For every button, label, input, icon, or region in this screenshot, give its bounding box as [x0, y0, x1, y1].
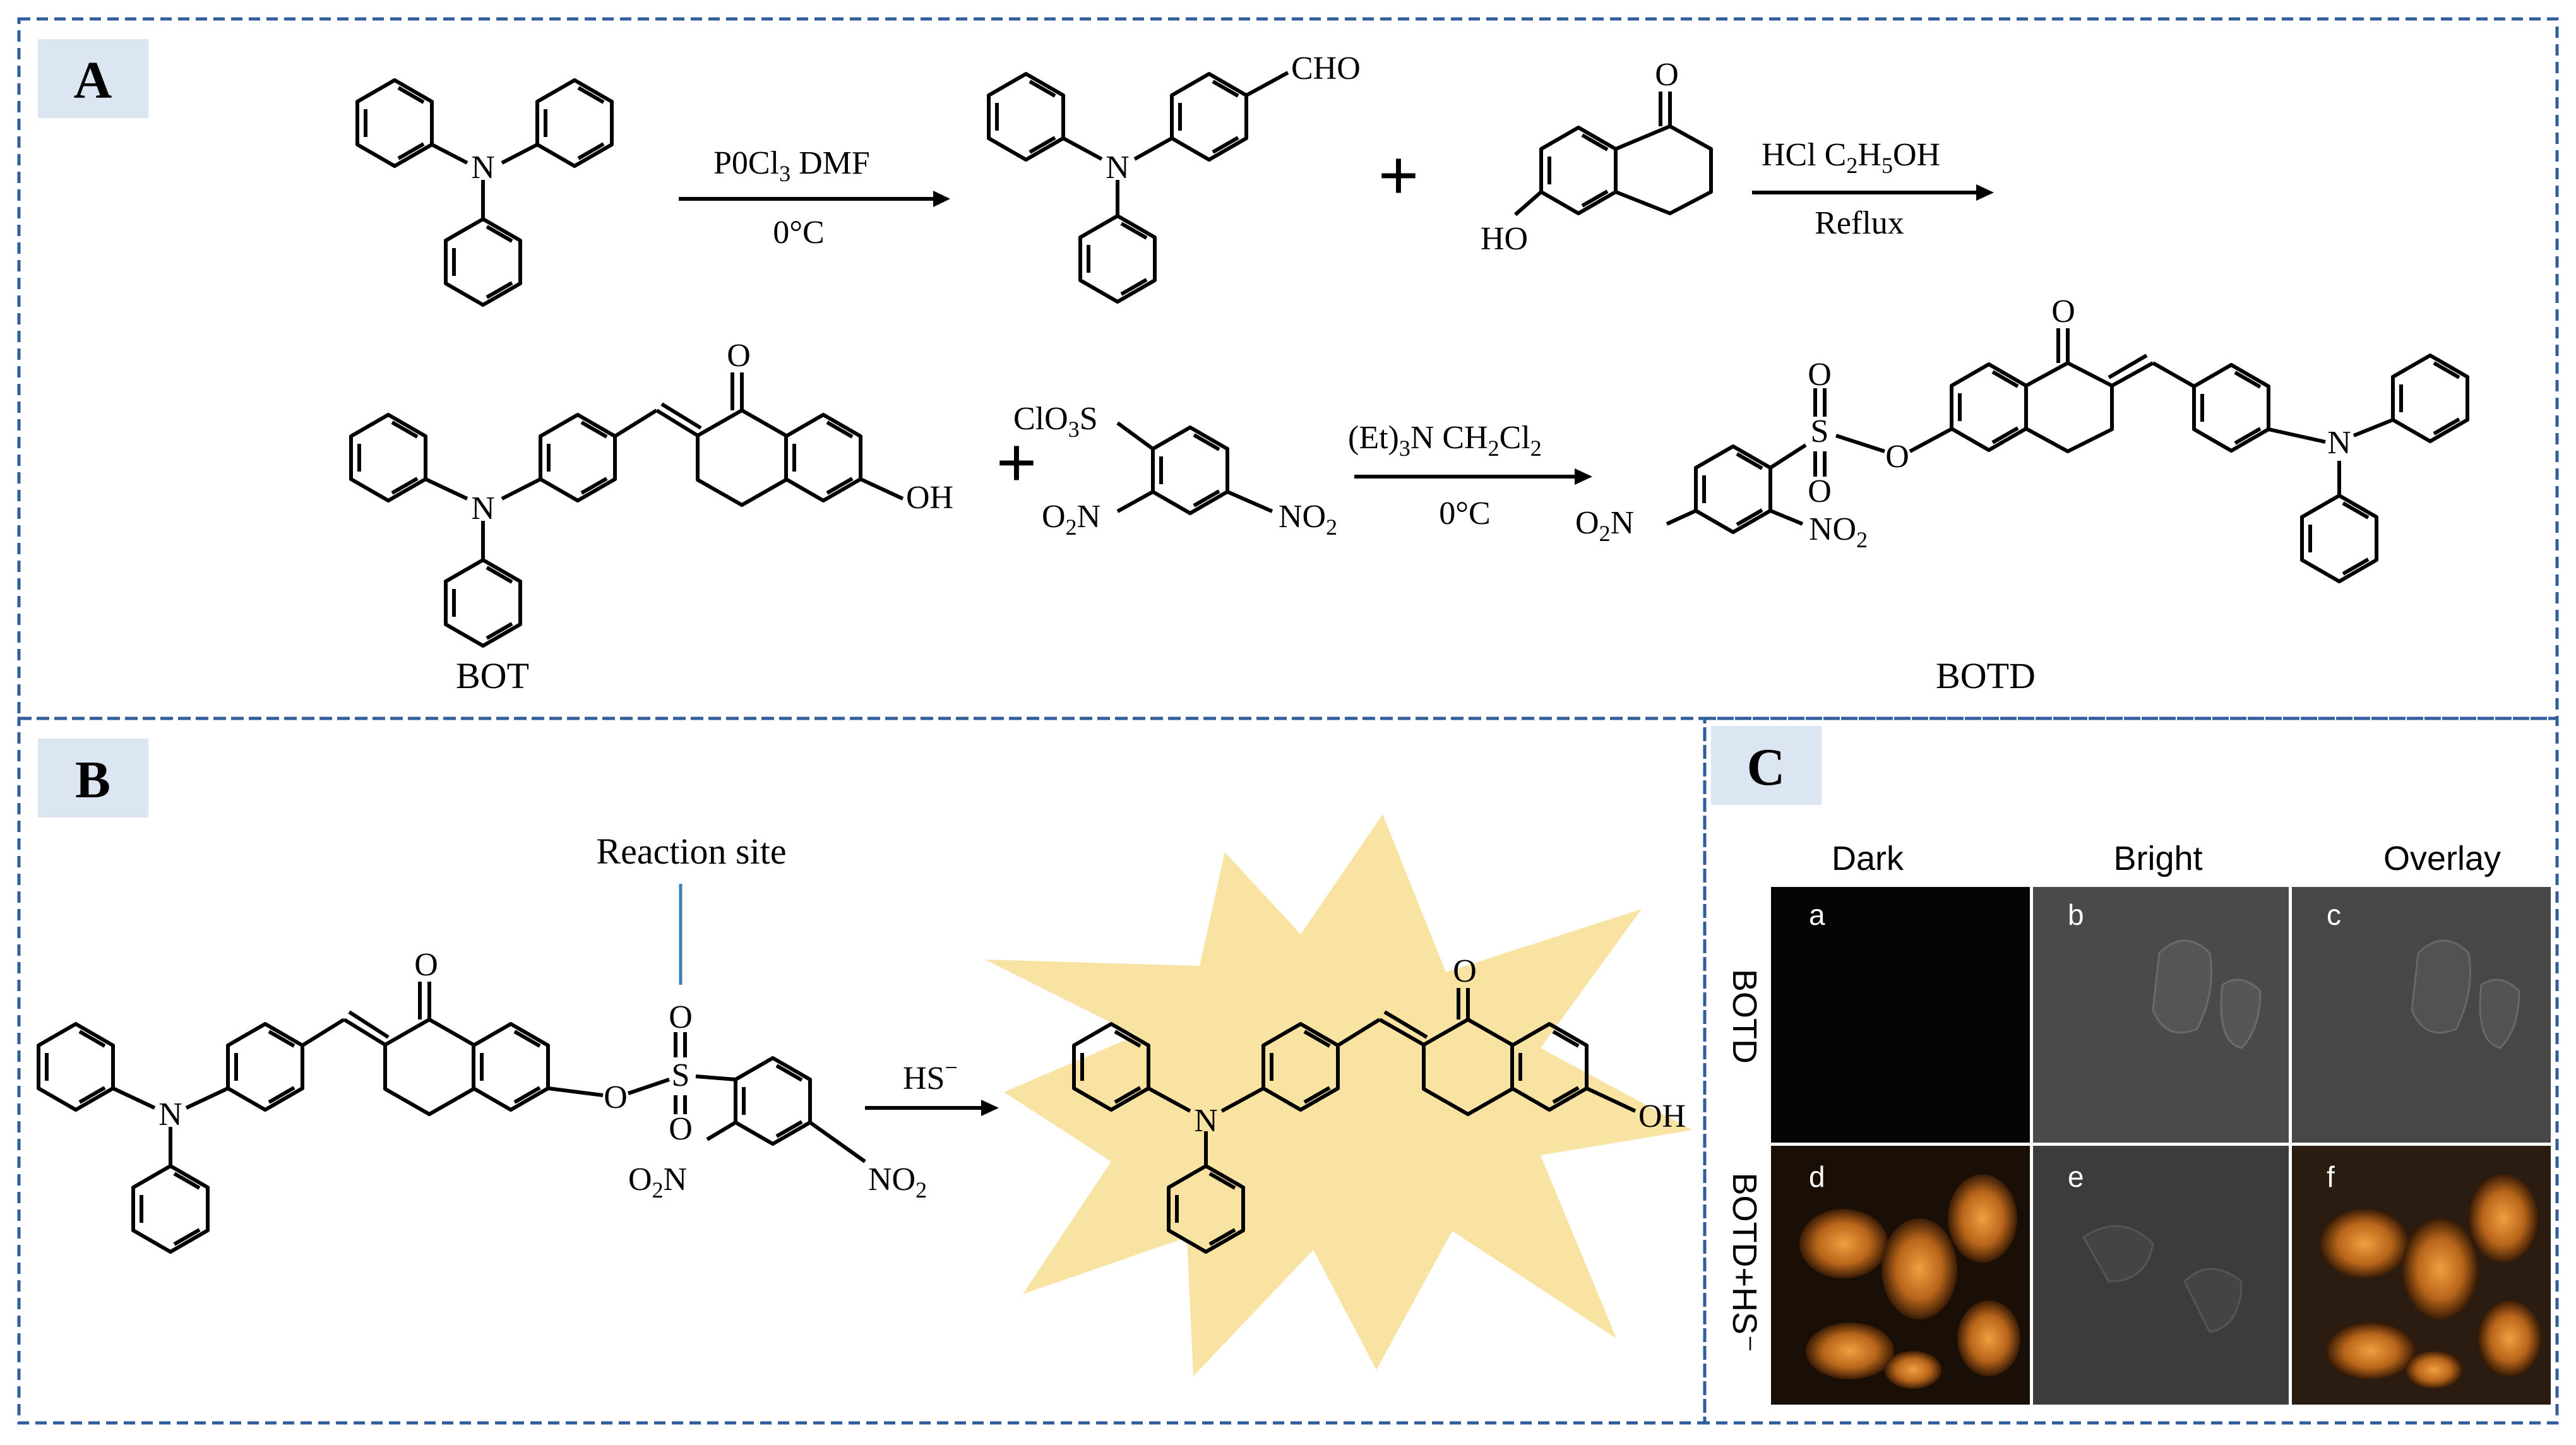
cho-group: CHO: [1291, 51, 1361, 86]
hydroxytetralone-structure: O HO: [1481, 57, 1713, 257]
svg-text:N: N: [1194, 1103, 1218, 1139]
svg-text:O: O: [1808, 357, 1832, 393]
o2n-group-2: O2N: [1575, 505, 1634, 546]
panel-a-scheme: N P0Cl3 DMF 0°C N CHO +: [351, 51, 2467, 696]
svg-text:O: O: [1453, 953, 1477, 989]
row-label-botd-hs: BOTD+HS⁻: [1726, 1172, 1763, 1352]
panel-borders: [17, 17, 2559, 1425]
svg-text:d: d: [1809, 1160, 1825, 1193]
svg-text:O: O: [1808, 473, 1832, 509]
ho-group: HO: [1481, 221, 1528, 257]
svg-text:O: O: [1655, 57, 1679, 93]
panel-c-microscopy: Dark Bright Overlay BOTD BOTD+HS⁻ a b c: [1726, 840, 2551, 1405]
svg-text:a: a: [1809, 898, 1825, 931]
svg-text:N: N: [471, 150, 495, 186]
reagent-hcl-ethanol: HCl C2H5OH: [1762, 137, 1940, 178]
botd-label: BOTD: [1936, 655, 2036, 696]
no2-group-3: NO2: [868, 1162, 927, 1203]
reflux-label: Reflux: [1815, 205, 1904, 241]
svg-text:O: O: [669, 1111, 693, 1147]
svg-text:b: b: [2068, 898, 2084, 931]
tile-d: d: [1771, 1146, 2030, 1405]
plus-sign-2: +: [996, 424, 1037, 501]
no2-group-1: NO2: [1279, 499, 1337, 540]
temp-0c-2: 0°C: [1439, 496, 1490, 532]
svg-text:e: e: [2068, 1160, 2084, 1193]
svg-text:B: B: [75, 751, 110, 809]
svg-text:O: O: [1885, 439, 1909, 475]
botd-probe-structure: N O O S O O O2N NO2: [39, 947, 927, 1252]
svg-text:S: S: [672, 1057, 690, 1093]
reaction-arrow-1: P0Cl3 DMF 0°C: [679, 145, 950, 251]
tile-f: f: [2292, 1146, 2551, 1405]
tile-b: b: [2033, 887, 2289, 1143]
svg-text:O: O: [604, 1079, 628, 1115]
svg-text:S: S: [1811, 413, 1829, 449]
temp-0c-1: 0°C: [773, 215, 824, 251]
panel-c-label: C: [1711, 726, 1822, 805]
svg-text:f: f: [2327, 1160, 2335, 1193]
panel-b-mechanism: N O O S O O O2N NO2: [39, 814, 1692, 1376]
svg-text:N: N: [1106, 150, 1130, 186]
col-header-bright: Bright: [2113, 840, 2202, 877]
panel-a-border: [17, 17, 2559, 720]
bot-product-structure: N O OH: [1074, 953, 1686, 1252]
triphenylamine-structure: N: [357, 80, 612, 305]
hs-reagent: HS−: [903, 1055, 958, 1097]
reaction-arrow-2: HCl C2H5OH Reflux: [1752, 137, 1994, 241]
svg-text:C: C: [1747, 738, 1786, 797]
bot-structure: N O OH BOT: [351, 338, 953, 696]
botd-structure: O2N NO2 S O O O O N: [1575, 294, 2467, 696]
panel-c-border: [1703, 717, 2559, 1425]
svg-text:O: O: [2051, 294, 2075, 330]
col-header-dark: Dark: [1832, 840, 1904, 877]
svg-text:c: c: [2327, 898, 2341, 931]
o2n-group-3: O2N: [628, 1162, 687, 1203]
bot-label: BOT: [456, 655, 529, 696]
aldehyde-structure: N CHO: [989, 51, 1361, 302]
plus-sign-1: +: [1378, 136, 1419, 214]
tile-e: e: [2033, 1146, 2289, 1405]
tile-a: a: [1771, 887, 2030, 1143]
fluorescence-burst: [985, 814, 1692, 1376]
panel-b-label: B: [38, 739, 148, 818]
col-header-overlay: Overlay: [2383, 840, 2501, 877]
panel-a-label: A: [38, 39, 148, 118]
oh-group-bot: OH: [906, 480, 953, 516]
reaction-arrow-3: (Et)3N CH2Cl2 0°C: [1348, 420, 1592, 532]
row-label-botd: BOTD: [1726, 969, 1763, 1064]
dnbs-chloride-structure: ClO3S O2N NO2: [1013, 401, 1337, 540]
clo3s-group: ClO3S: [1013, 401, 1098, 442]
hs-arrow: HS−: [865, 1055, 999, 1116]
svg-text:O: O: [727, 338, 751, 374]
reaction-site-annotation: Reaction site: [596, 831, 787, 985]
reagent-pocl3-dmf: P0Cl3 DMF: [713, 145, 870, 186]
svg-text:N: N: [158, 1097, 182, 1133]
tile-c: c: [2292, 887, 2551, 1143]
svg-text:O: O: [414, 947, 438, 983]
reaction-site-label: Reaction site: [596, 831, 786, 872]
o2n-group-1: O2N: [1042, 499, 1100, 540]
no2-group-2: NO2: [1809, 511, 1868, 552]
svg-text:N: N: [2327, 425, 2351, 461]
oh-group-product: OH: [1638, 1098, 1686, 1134]
svg-text:A: A: [74, 51, 112, 110]
svg-text:N: N: [471, 491, 495, 526]
svg-text:O: O: [669, 999, 693, 1035]
reagent-et3n-dcm: (Et)3N CH2Cl2: [1348, 420, 1542, 461]
